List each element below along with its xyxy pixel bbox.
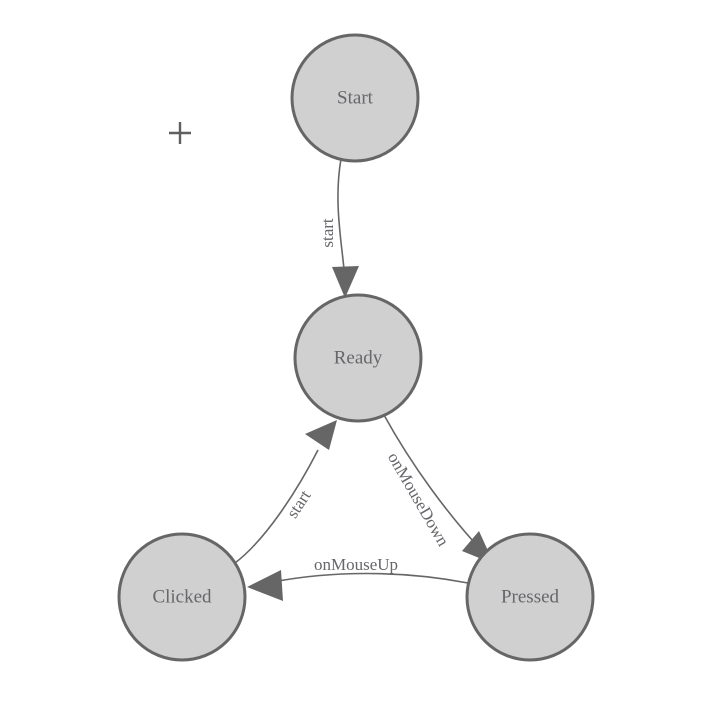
edge-clicked-to-ready-label: start [283,486,315,521]
edge-start-to-ready[interactable]: start [318,158,359,298]
node-pressed-circle [465,532,595,662]
edge-pressed-to-clicked-path [272,572,469,584]
edge-start-to-ready-path [337,158,346,282]
edge-ready-to-pressed-path [383,414,485,554]
edge-clicked-to-ready[interactable]: start [234,420,337,564]
edge-start-to-ready-arrowhead [332,266,359,298]
node-ready-circle [293,293,423,423]
node-ready-label: Ready [334,347,383,368]
edge-pressed-to-clicked-label: onMouseUp [314,555,398,574]
node-clicked-circle [117,532,247,662]
edge-pressed-to-clicked-arrowhead [247,570,283,601]
node-start[interactable]: Start [290,33,420,163]
edge-ready-to-pressed-label: onMouseDown [384,449,453,550]
edge-start-to-ready-label: start [318,218,337,248]
edge-clicked-to-ready-arrowhead [305,420,337,450]
node-start-circle [290,33,420,163]
node-start-label: Start [337,87,374,108]
edge-pressed-to-clicked[interactable]: onMouseUp [247,555,469,601]
node-pressed[interactable]: Pressed [465,532,595,662]
edge-ready-to-pressed[interactable]: onMouseDown [383,414,494,564]
node-clicked[interactable]: Clicked [117,532,247,662]
edge-clicked-to-ready-path [234,449,319,564]
crosshair-marker [169,122,191,144]
node-clicked-label: Clicked [152,586,212,607]
node-pressed-label: Pressed [501,586,560,607]
node-ready[interactable]: Ready [293,293,423,423]
